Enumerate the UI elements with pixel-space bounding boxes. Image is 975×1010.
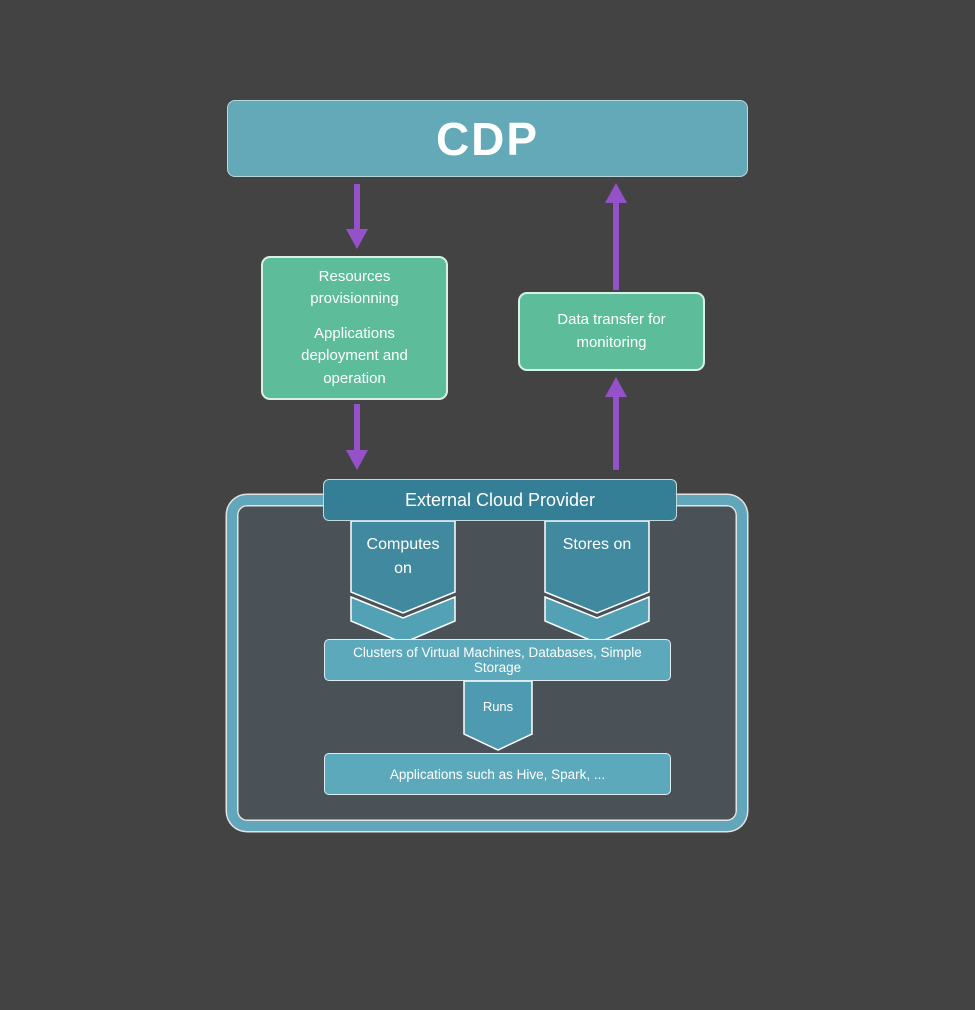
resources-provisioning-node: Resources provisionning Applications dep…	[261, 256, 448, 400]
stores-on-banner-shape	[544, 521, 650, 644]
arrow-down-cdp-to-resources-icon	[346, 184, 368, 249]
arrow-down-resources-to-provider-icon	[346, 404, 368, 470]
cdp-node: CDP	[227, 100, 748, 177]
external-cloud-provider-header: External Cloud Provider	[323, 479, 677, 521]
runs-banner-shape	[463, 681, 533, 751]
data-transfer-label: Data transfer for monitoring	[557, 311, 666, 351]
resources-provisioning-label: Resources provisionning	[310, 267, 399, 308]
runs-label: Runs	[482, 699, 514, 714]
stores-on-label: Stores on	[562, 536, 632, 553]
clusters-label: Clusters of Virtual Machines, Databases,…	[353, 645, 642, 675]
cdp-label: CDP	[435, 112, 540, 165]
data-transfer-node: Data transfer for monitoring	[518, 292, 705, 371]
computes-on-label: Computes on	[366, 536, 440, 577]
applications-label: Applications such as Hive, Spark, ...	[389, 766, 606, 782]
applications-node: Applications such as Hive, Spark, ...	[324, 753, 671, 795]
arrow-up-provider-to-monitoring-icon	[605, 377, 627, 470]
computes-on-banner-shape	[350, 521, 456, 644]
applications-deployment-label: Applications deployment and operation	[301, 324, 408, 387]
arrow-up-monitoring-to-cdp-icon	[605, 183, 627, 290]
clusters-node: Clusters of Virtual Machines, Databases,…	[324, 639, 671, 681]
external-cloud-provider-label: External Cloud Provider	[404, 489, 596, 510]
